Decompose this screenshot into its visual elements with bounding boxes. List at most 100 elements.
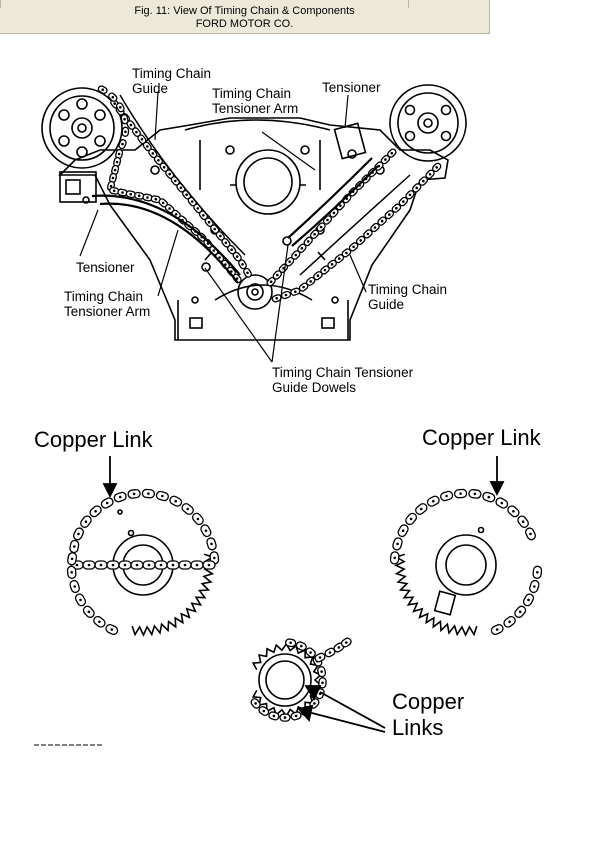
chain-link-pin: [230, 248, 233, 251]
chain-link-pin: [284, 293, 288, 297]
chain-link-pin: [99, 563, 103, 567]
chain-link-pin: [105, 501, 109, 505]
caption-divider: [408, 0, 409, 8]
chain-link-pin: [459, 492, 462, 495]
chain-link-pin: [121, 191, 124, 194]
label-guide-dowels: Timing Chain Tensioner: [272, 365, 414, 380]
chain-link-pin: [512, 510, 515, 513]
chain-link-pin: [111, 95, 115, 99]
chain-link-pin: [330, 263, 334, 266]
chain-link-pin: [174, 179, 177, 183]
chain-link-pin: [313, 702, 316, 705]
guide-dowels: [201, 236, 292, 272]
right-detail-chain: [389, 488, 543, 636]
chain-link-pin: [313, 233, 316, 236]
chain-link-pin: [202, 214, 205, 217]
chain-link-pin: [111, 176, 115, 180]
chain-link-pin: [121, 142, 124, 146]
chain-link-pin: [529, 532, 532, 536]
chain-link-pin: [415, 186, 419, 190]
label-timing-chain-guide-right: Guide: [368, 297, 404, 312]
label-tensioner-arm-top: Tensioner Arm: [212, 101, 298, 116]
chain-link-pin: [207, 563, 211, 567]
chain-link-pin: [186, 507, 189, 511]
chain-link-pin: [111, 563, 115, 567]
chain-link-pin: [129, 192, 133, 196]
chain-link-pin: [171, 563, 175, 567]
chain-link-pin: [84, 520, 88, 523]
chain-link-pin: [179, 186, 183, 190]
chain-link-pin: [70, 571, 73, 574]
chain-link-pin: [113, 168, 117, 172]
chain-link-pin: [135, 563, 139, 567]
chain-link-pin: [196, 517, 200, 521]
chain-link-pin: [300, 247, 304, 250]
label-timing-chain-guide-left: Guide: [132, 81, 168, 96]
chain-link-pin: [195, 563, 199, 567]
chain-link-pin: [300, 644, 303, 648]
chain-link-pin: [129, 123, 133, 127]
chain-link-pin: [473, 492, 477, 496]
chain-link-pin: [500, 501, 504, 505]
crankshaft-sprocket: [237, 274, 273, 310]
label-tensioner-right: Tensioner: [322, 80, 381, 95]
chain-link-pin: [408, 193, 412, 197]
chain-link-pin: [276, 273, 279, 277]
chain-link-pin: [224, 241, 228, 245]
chain-link-pin: [380, 219, 384, 223]
chain-link-pin: [294, 714, 298, 718]
timing-chain-diagram: Timing Chain Guide Timing Chain Tensione…: [34, 66, 543, 746]
chain-link-pin: [124, 130, 127, 134]
chain-link-pin: [352, 245, 355, 249]
label-tensioner-arm-left: Timing Chain: [64, 289, 143, 304]
chain-link-pin: [339, 204, 342, 207]
chain-link-pin: [79, 598, 82, 602]
chain-link-pin: [323, 268, 327, 272]
label-timing-chain-guide-left: Timing Chain: [132, 66, 211, 81]
chain-link-pin: [533, 585, 536, 588]
chain-link-pin: [409, 517, 413, 521]
chain-link-pin: [326, 218, 329, 222]
label-copper-links: Links: [392, 715, 443, 740]
chain-link-pin: [269, 280, 273, 284]
chain-link-pin: [140, 138, 144, 141]
chain-link-pin: [518, 610, 522, 614]
chain-link-pin: [320, 670, 323, 673]
chain-link-pin: [318, 656, 322, 659]
chain-link-pin: [185, 193, 188, 196]
chain-link-pin: [154, 197, 158, 201]
chain-link-pin: [388, 213, 391, 216]
chain-link-pin: [212, 249, 216, 252]
caption-subtitle: FORD MOTOR CO.: [195, 18, 294, 30]
caption-title: Fig. 11: View Of Timing Chain & Componen…: [134, 5, 355, 17]
chain-link-pin: [432, 499, 435, 503]
chain-link-pin: [282, 267, 285, 270]
caption-divider: [0, 0, 1, 8]
chain-link-pin: [527, 598, 530, 602]
label-tensioner-left: Tensioner: [76, 260, 135, 275]
chain-link-pin: [338, 257, 341, 260]
chain-link-pin: [262, 709, 266, 713]
chain-link-pin: [359, 239, 363, 242]
chain-link-pin: [168, 207, 171, 210]
chain-link-pin: [218, 256, 221, 259]
chain-link-pin: [109, 184, 113, 188]
chain-link-pin: [396, 542, 399, 546]
chain-link-pin: [337, 646, 341, 649]
chain-link-pin: [73, 545, 76, 548]
chain-link-pin: [162, 165, 166, 169]
chain-link-pin: [495, 628, 499, 631]
left-camshaft-sprocket: [41, 87, 123, 169]
chain-link-pin: [213, 227, 216, 231]
chain-link-pin: [445, 494, 448, 498]
chain-link-pin: [219, 234, 222, 238]
chain-guides: [91, 94, 411, 284]
chain-link-pin: [112, 189, 116, 193]
right-camshaft-sprocket: [389, 84, 467, 162]
figure-caption-bar: Fig. 11: View Of Timing Chain & Componen…: [0, 0, 490, 34]
chain-link-pin: [146, 145, 149, 148]
chain-link-pin: [289, 641, 292, 645]
chain-link-pin: [94, 510, 97, 513]
chain-link-pin: [366, 232, 370, 236]
right-cam-sprocket-detail: [394, 526, 497, 637]
